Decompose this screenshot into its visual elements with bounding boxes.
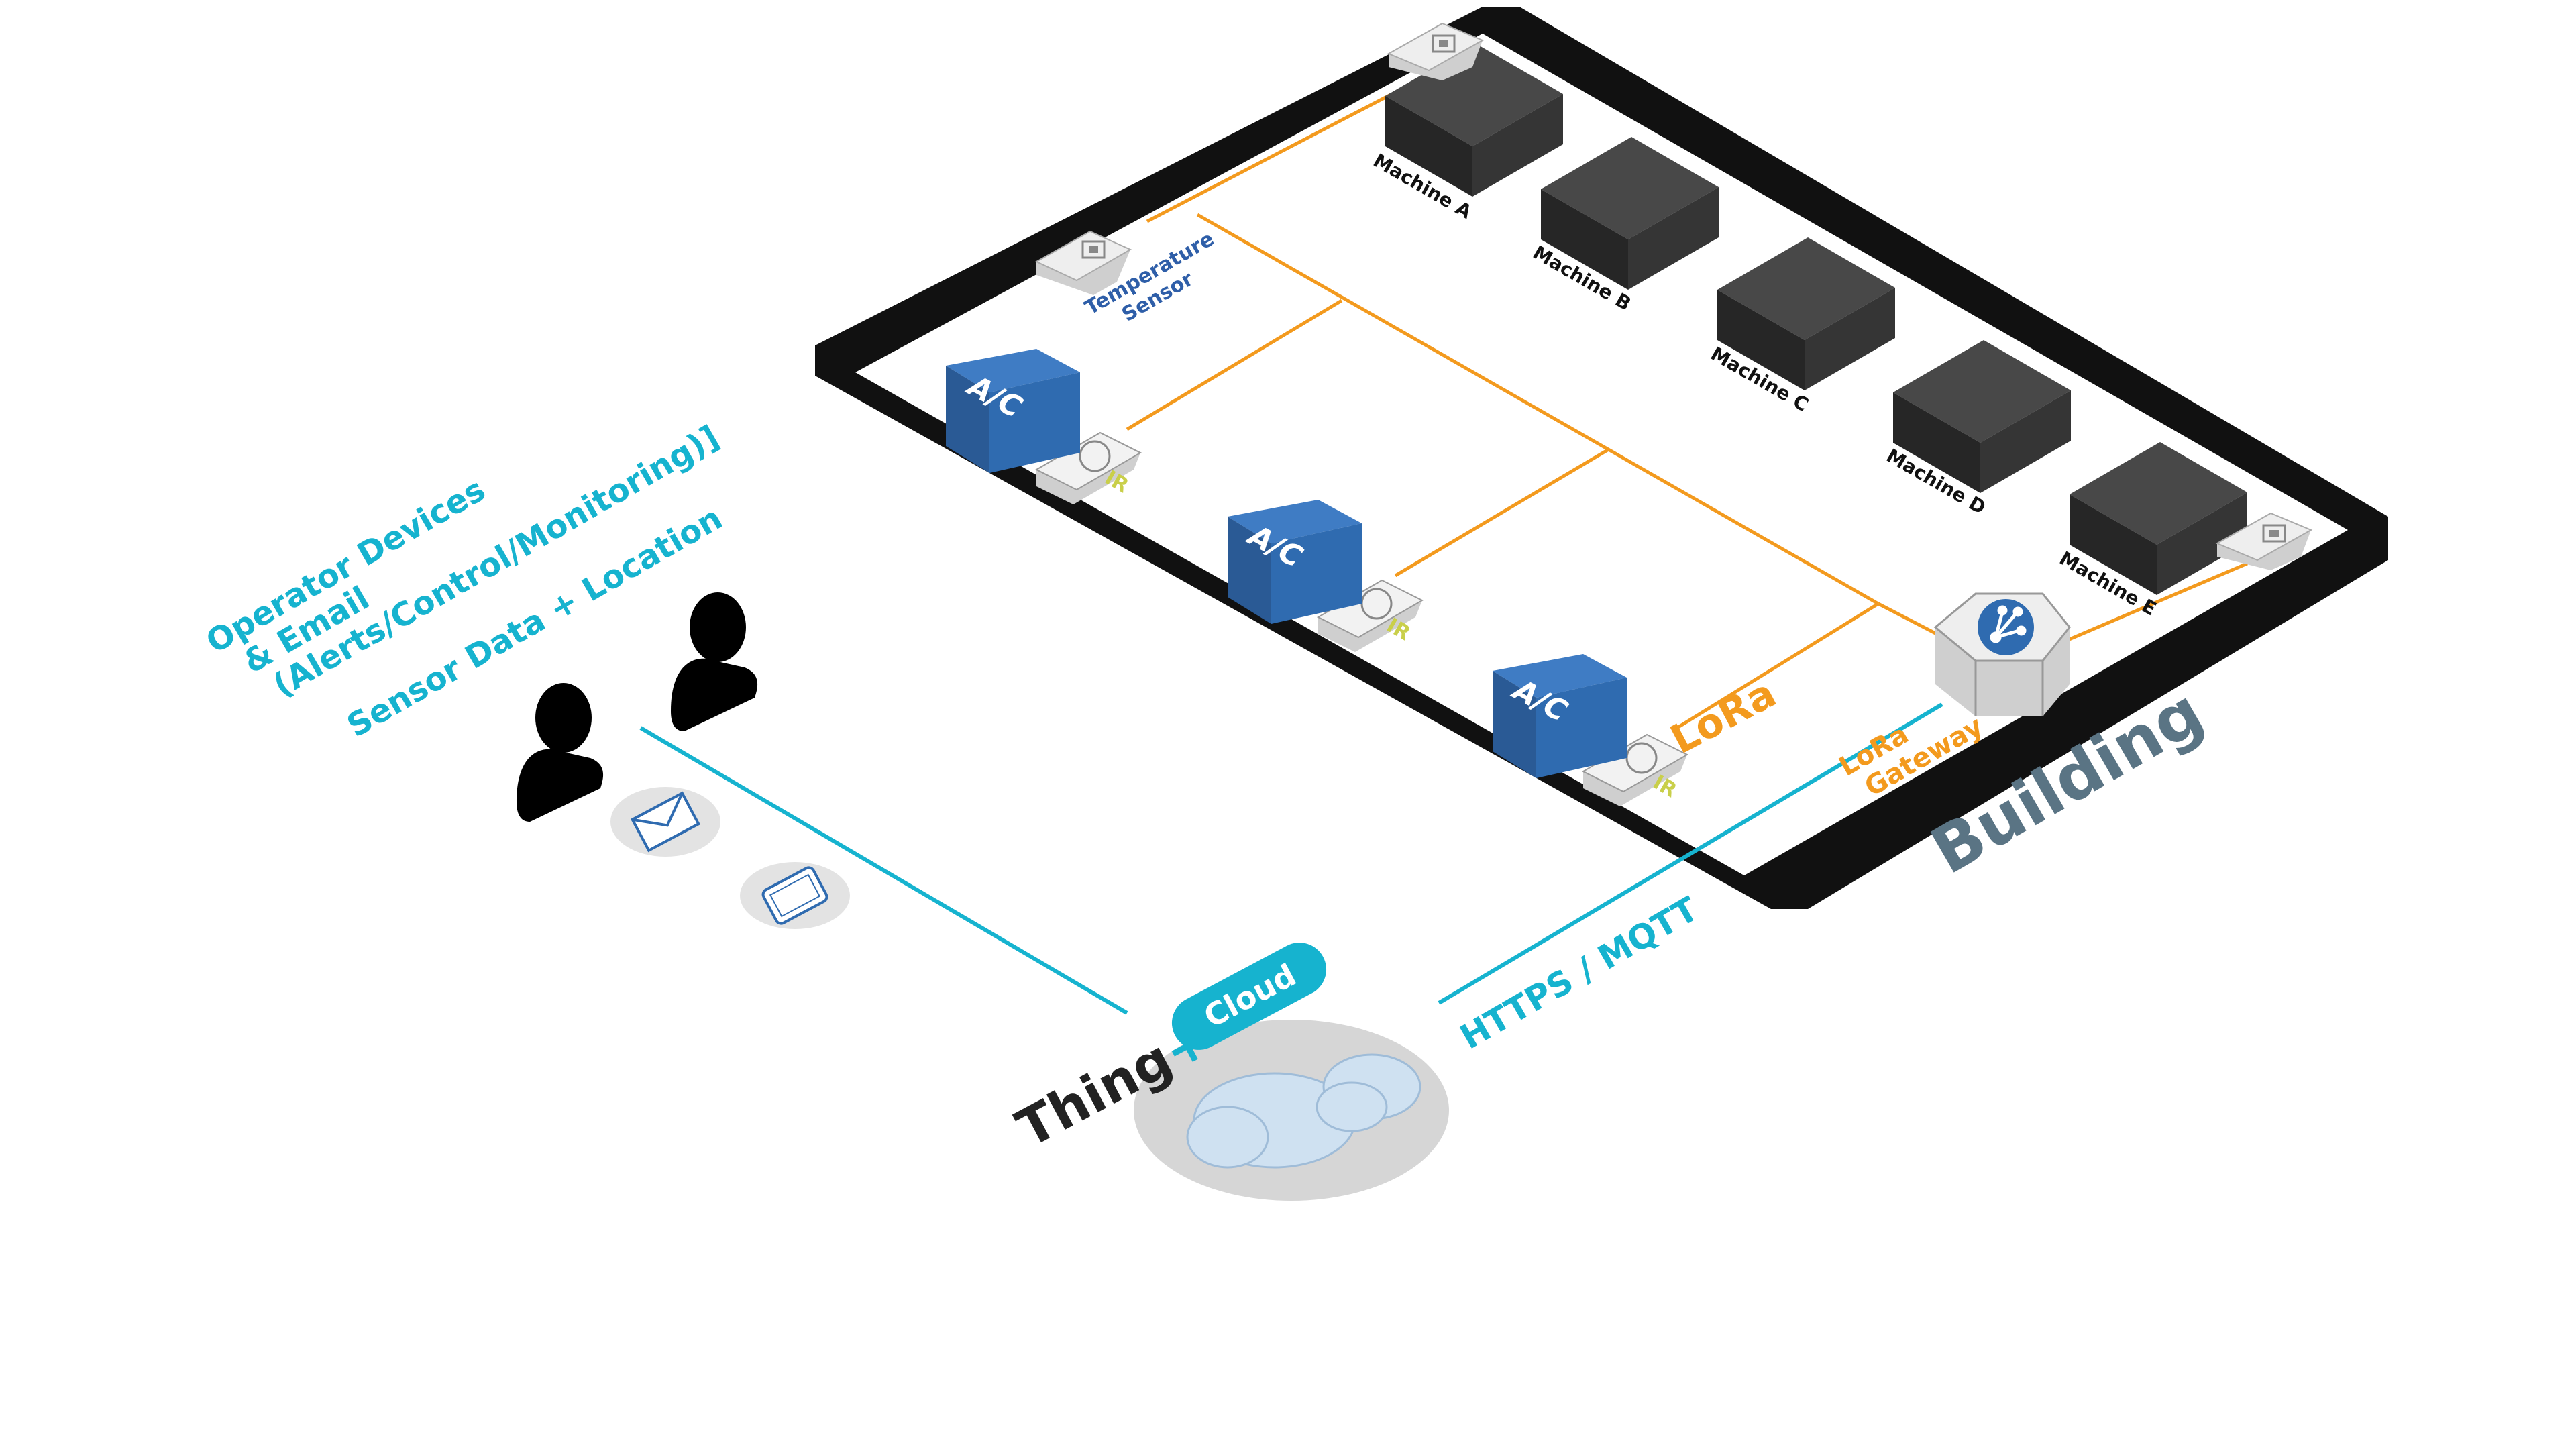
- ac-unit-1: A/C IR: [946, 349, 1142, 504]
- sensor-device-top: [1387, 22, 1485, 80]
- operator-cloud-link: [639, 726, 1128, 1015]
- chip-icon: [2262, 524, 2286, 543]
- chip-icon: [1081, 240, 1106, 259]
- ac-unit-3: A/C IR: [1493, 654, 1689, 806]
- lora-link-machine-e: [2065, 561, 2248, 643]
- lora-link-ac1: [1126, 299, 1343, 431]
- temperature-sensor-device: [1034, 230, 1132, 295]
- ac-unit-2: A/C IR: [1228, 500, 1424, 652]
- operator-section: Operator Devices & Email (Alerts/Control…: [200, 419, 850, 929]
- lora-trunk: [1196, 213, 1880, 606]
- user-icon: [517, 683, 604, 822]
- tablet-icon: [740, 862, 850, 929]
- machine-b: Machine B: [1529, 137, 1719, 315]
- ir-lens-icon: [1079, 440, 1111, 472]
- lora-link-ac3: [1676, 602, 1880, 730]
- ac-units: A/C IR A/C IR A/C: [946, 349, 1689, 806]
- thingplus-cloud: Cloud Thing+: [1008, 943, 1449, 1201]
- sensor-device-right: [2215, 512, 2313, 570]
- email-icon: [610, 787, 720, 857]
- cloud-icon: [1186, 1053, 1421, 1169]
- cloud-links: [639, 702, 1943, 1015]
- sensor-devices: Temperature Sensor: [1034, 22, 2313, 570]
- lora-link-ac2: [1394, 447, 1610, 578]
- user-icon: [671, 592, 758, 731]
- lora-network: [1126, 92, 2248, 730]
- ir-blaster-1: [1034, 431, 1142, 504]
- gateway-cloud-link: [1438, 702, 1943, 1005]
- lora-link-sensor: [1146, 92, 1393, 223]
- chip-icon: [1432, 34, 1456, 53]
